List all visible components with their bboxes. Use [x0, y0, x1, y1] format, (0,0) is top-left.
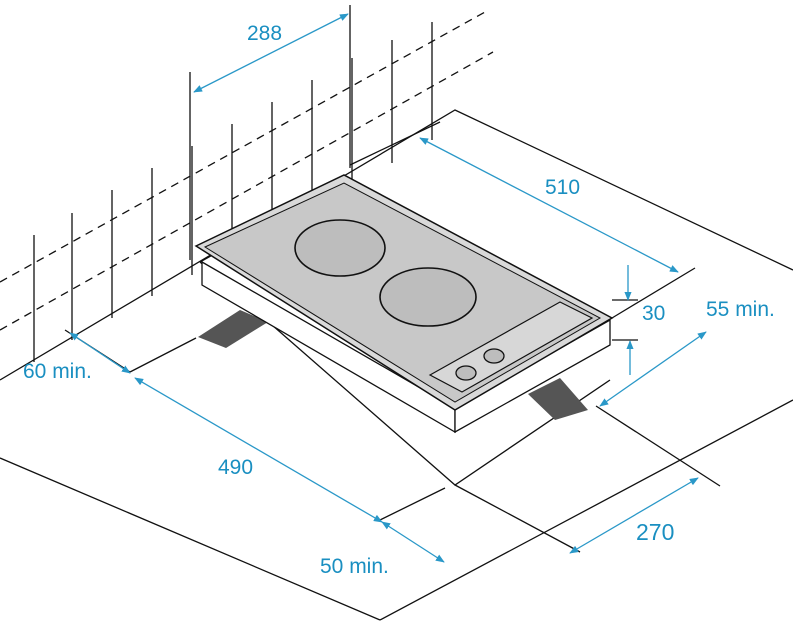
support-bracket-left [198, 310, 268, 348]
control-knob-2 [483, 348, 505, 364]
cooking-zone-front [379, 267, 477, 327]
dim-line-55 [599, 331, 707, 407]
label-510: 510 [545, 176, 580, 199]
dim-line-50 [381, 521, 445, 563]
hob [194, 174, 614, 434]
label-288: 288 [247, 22, 282, 45]
dim-line-60 [69, 332, 131, 374]
dim-line-510 [419, 137, 679, 273]
label-490: 490 [218, 456, 253, 479]
support-bracket-right [528, 378, 588, 420]
label-270: 270 [636, 519, 674, 545]
cooking-zone-rear [294, 219, 386, 277]
label-30: 30 [642, 302, 665, 325]
dim-line-490 [134, 377, 383, 523]
label-55-min: 55 min. [706, 298, 775, 321]
dim-line-270 [569, 477, 699, 554]
dim-line-288 [193, 13, 349, 93]
label-60-min: 60 min. [23, 360, 92, 383]
control-knob-1 [455, 365, 477, 381]
label-50-min: 50 min. [320, 555, 389, 578]
